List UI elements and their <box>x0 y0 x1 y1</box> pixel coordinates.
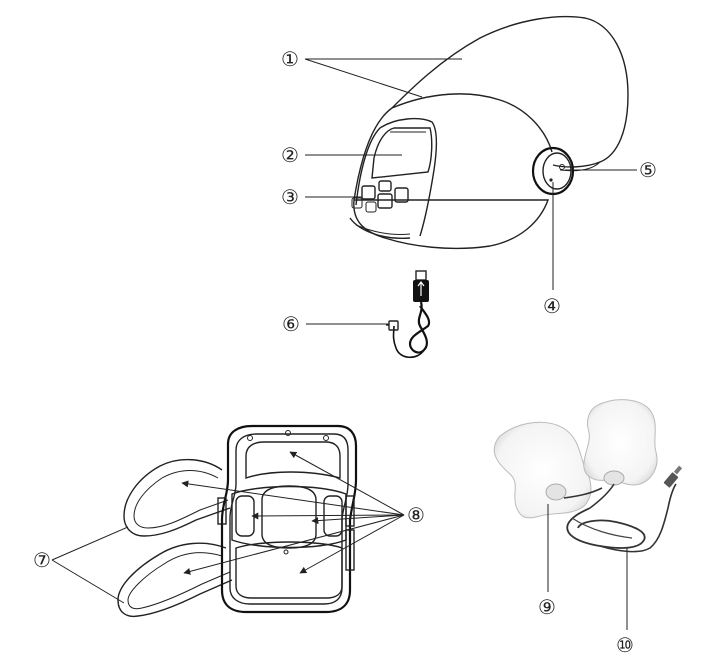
label-4: ④ <box>543 294 561 318</box>
label-3: ③ <box>281 185 299 209</box>
massager-body <box>349 15 629 250</box>
control-buttons <box>351 180 409 213</box>
knee-wrap <box>117 424 358 618</box>
label-9: ⑨ <box>538 595 556 619</box>
usb-cable <box>386 270 431 359</box>
electrode-pads <box>493 399 683 553</box>
label-6: ⑥ <box>282 312 300 336</box>
callout-labels: ① ② ③ ④ ⑤ ⑥ ⑦ ⑧ ⑨ ⑩ <box>33 47 657 657</box>
label-7: ⑦ <box>33 548 51 572</box>
callout-lines <box>51 58 637 630</box>
label-1: ① <box>281 47 299 71</box>
label-2: ② <box>281 143 299 167</box>
label-8: ⑧ <box>407 503 425 527</box>
label-5: ⑤ <box>639 158 657 182</box>
label-10: ⑩ <box>616 633 634 657</box>
